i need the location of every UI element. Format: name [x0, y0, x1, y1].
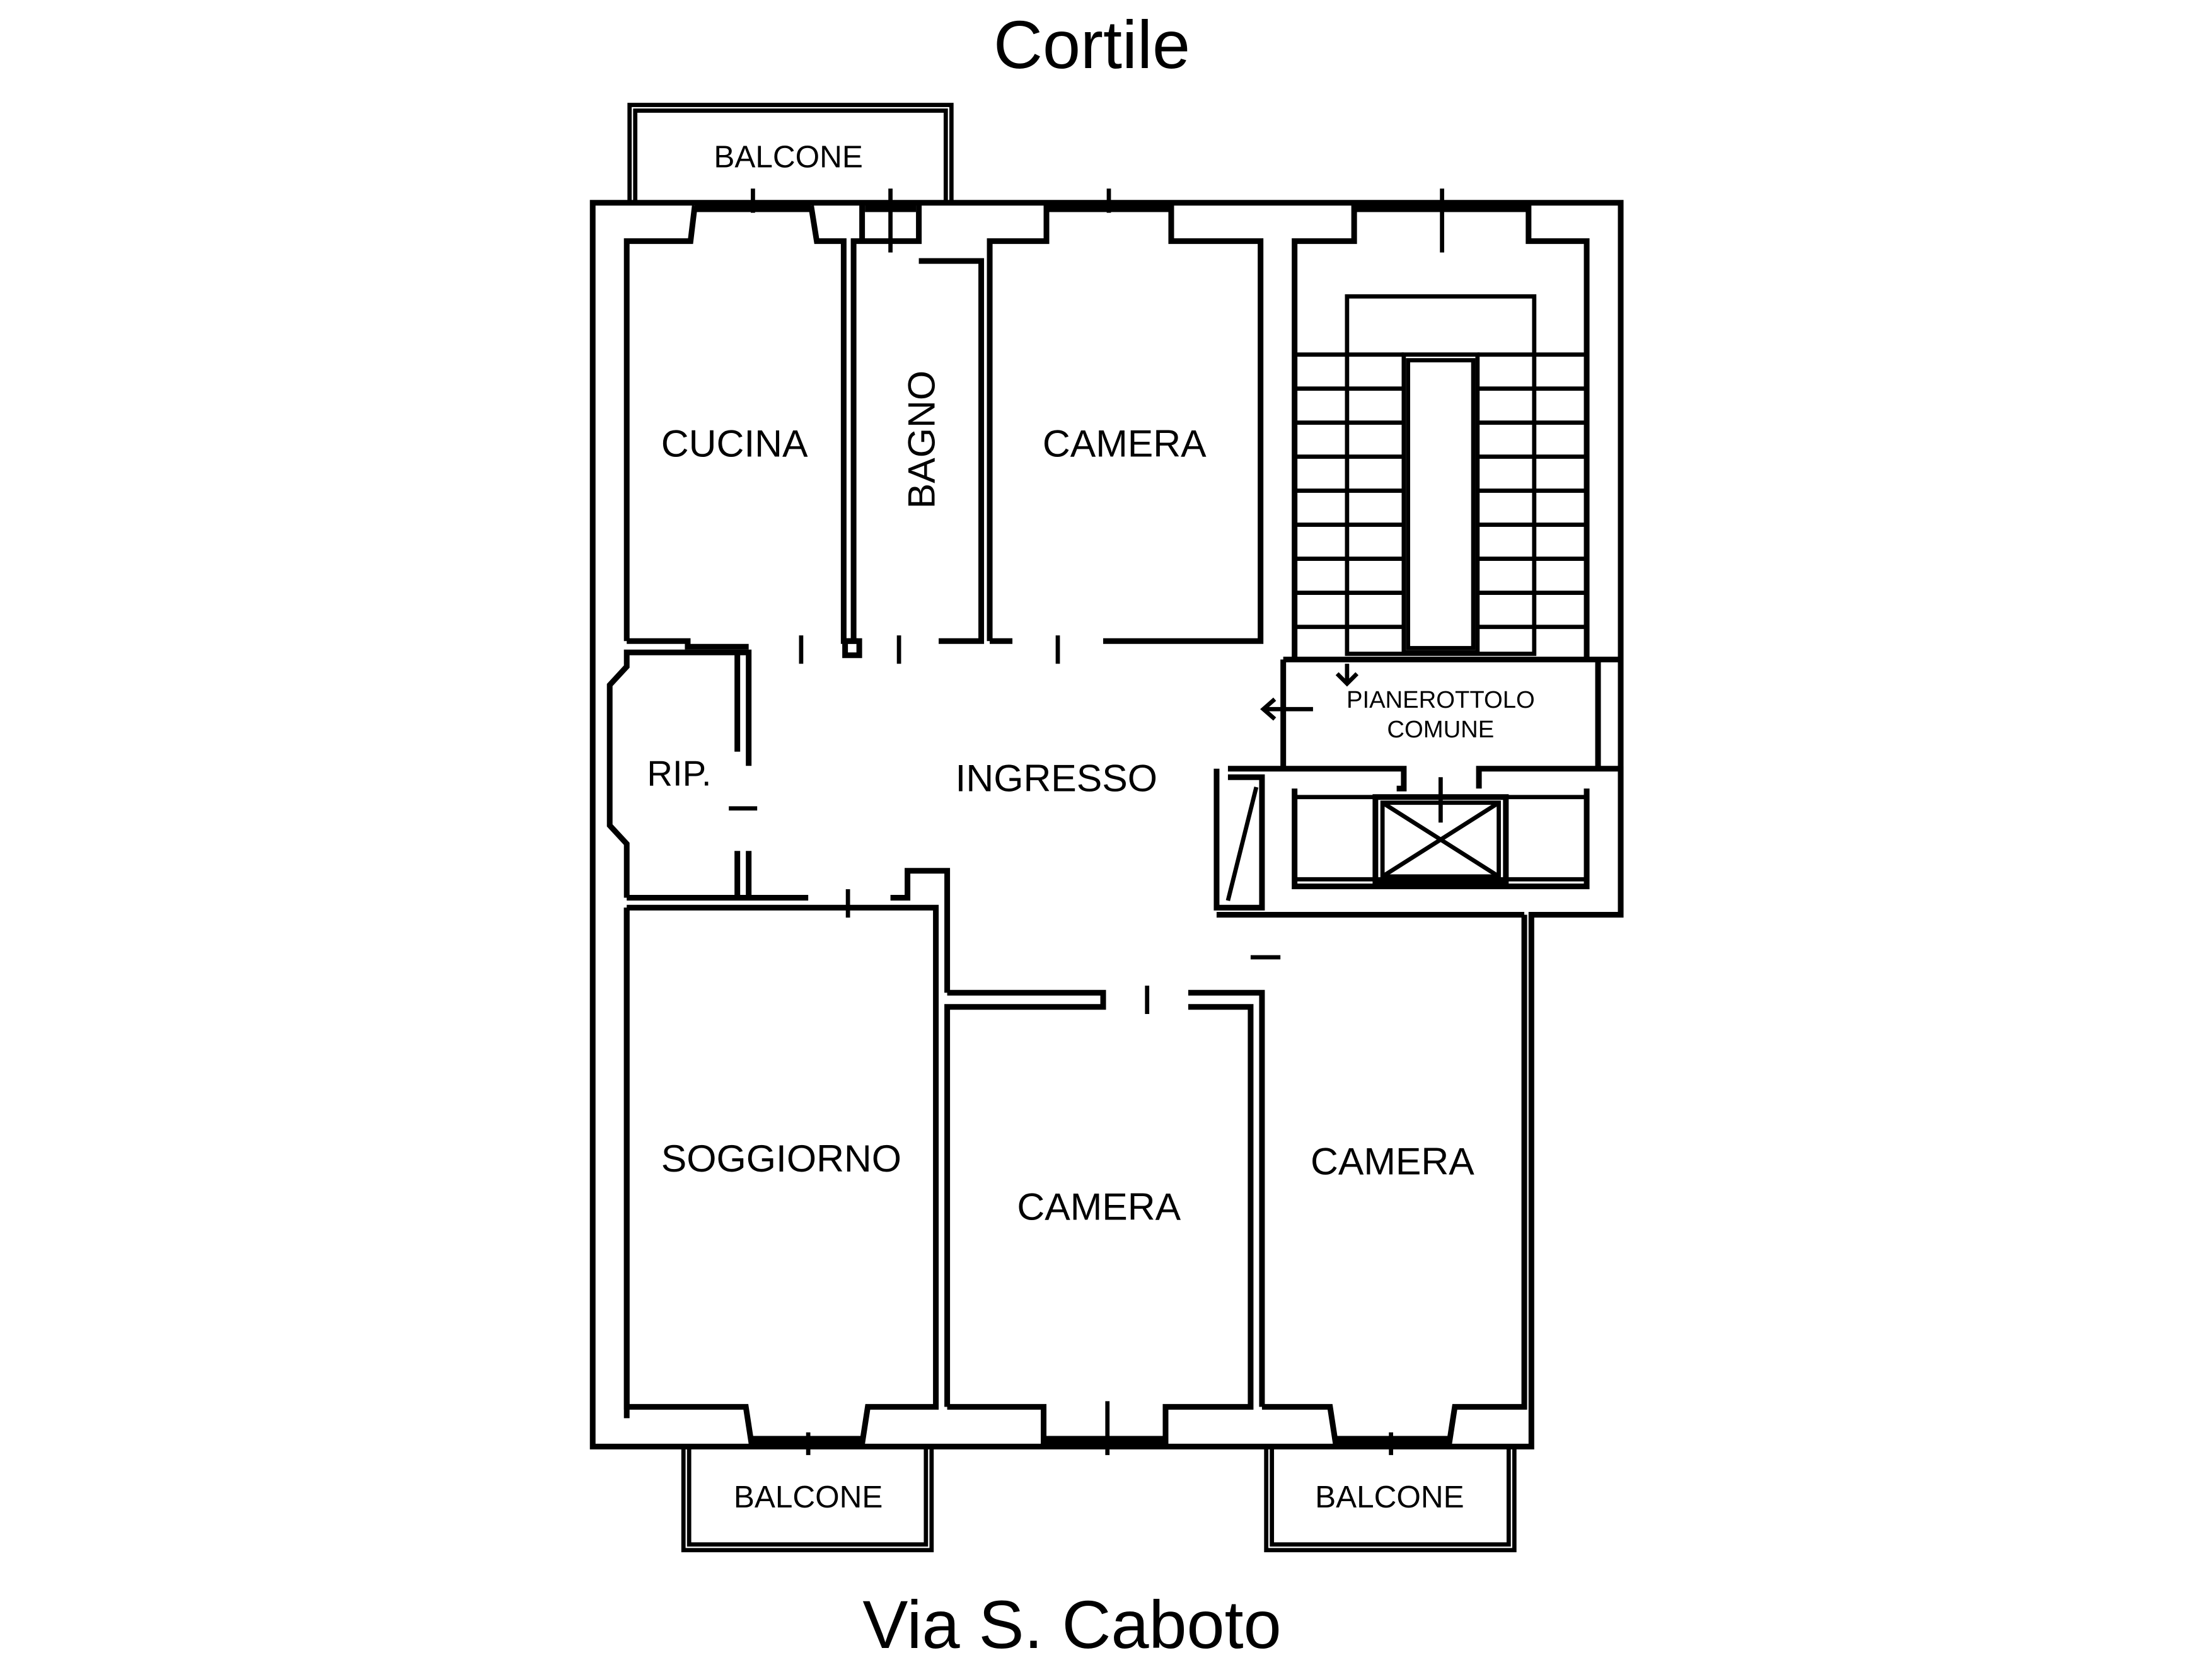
room-label-pianerottolo-line2: COMUNE [1387, 716, 1494, 743]
stair-treads-right [1477, 352, 1587, 630]
stair-treads-left [1294, 352, 1404, 630]
room-label-cucina: CUCINA [661, 422, 808, 465]
room-label-ingresso: INGRESSO [956, 757, 1158, 800]
arrow-left-icon [1260, 697, 1313, 721]
outer-walls [589, 200, 1624, 1449]
windows [695, 188, 1529, 1455]
entry-cabinet [1225, 786, 1259, 901]
balcone-bottom-right-label: BALCONE [1315, 1480, 1464, 1514]
room-label-bagno: BAGNO [900, 371, 942, 509]
room-label-camera-bottom-right: CAMERA [1311, 1139, 1474, 1182]
room-label-soggiorno: SOGGIORNO [661, 1137, 901, 1180]
balcone-bottom-left-label: BALCONE [734, 1480, 883, 1514]
room-label-camera-bottom-mid: CAMERA [1017, 1185, 1181, 1228]
room-label-pianerottolo-line1: PIANEROTTOLO [1346, 686, 1535, 713]
arrow-down-icon [1335, 664, 1359, 687]
room-label-ripostiglio: RIP. [647, 754, 711, 793]
room-label-camera-top: CAMERA [1043, 422, 1207, 465]
door-markers [729, 635, 1281, 1015]
street-label-north: Cortile [993, 6, 1190, 83]
street-label-south: Via S. Caboto [862, 1586, 1281, 1662]
balcone-top-label: BALCONE [714, 140, 862, 175]
lift-shaft [1372, 777, 1509, 885]
staircase [1294, 294, 1587, 656]
interior-walls [606, 202, 1624, 1447]
